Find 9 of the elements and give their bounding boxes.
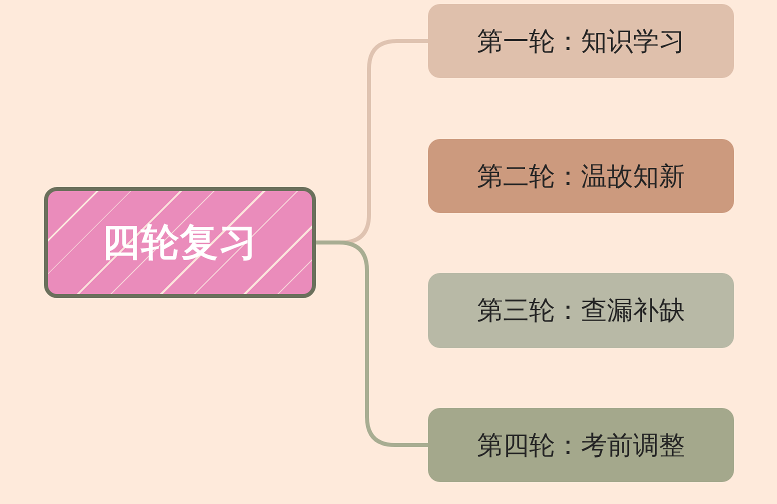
subtopic-text: 第三轮：查漏补缺 [477, 295, 685, 328]
subtopic-text: 第一轮：知识学习 [477, 26, 685, 58]
subtopic-text: 第四轮：考前调整 [477, 430, 685, 462]
subtopic-box [428, 273, 734, 348]
subtopic-box [428, 4, 734, 78]
subtopic-box [428, 139, 734, 213]
subtopic-box [428, 408, 734, 482]
brace-connector [316, 240, 428, 447]
subtopic-text: 第二轮：温故知新 [477, 160, 685, 194]
